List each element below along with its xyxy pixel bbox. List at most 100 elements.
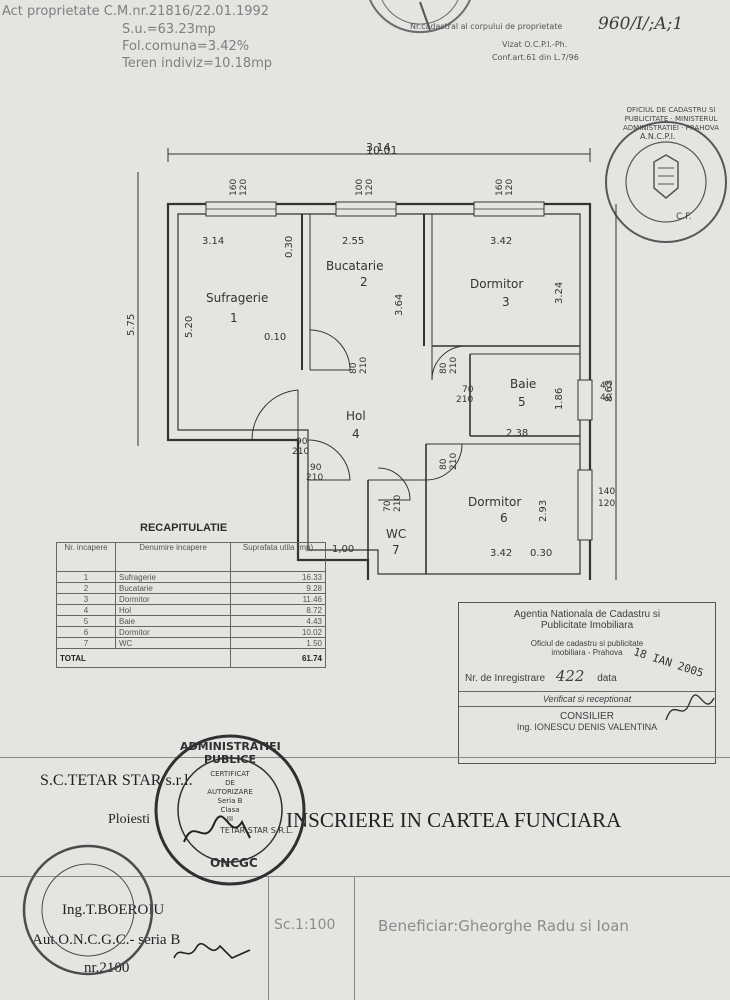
dim-overall-width-label: 10.01: [366, 144, 398, 157]
dim-dormitor6-height: 2.93: [538, 500, 549, 522]
window-baie: [577, 379, 593, 421]
door-210b-label: 210: [306, 473, 323, 483]
signature-mark: [183, 815, 251, 843]
door-dormitor-3: [431, 345, 467, 381]
authorization-number: nr.2100: [84, 960, 130, 976]
room-wc-name: WC: [386, 527, 406, 541]
dim-baie-width: 2.38: [506, 428, 528, 439]
door-70b-label: 70: [383, 500, 393, 512]
win-160b-label: 160: [495, 179, 505, 196]
footer-vertical-divider: [268, 876, 269, 1000]
reg-number: 422: [555, 667, 585, 685]
floor-plan: 3.14 3.14 2.55 3.42 3.42 2.38 0.10 0.30 …: [126, 141, 617, 580]
recap-col-suprafata: Suprafata utila (mp): [230, 542, 326, 572]
cadastral-note: Nr.cadastral al corpului de proprietate: [410, 22, 563, 31]
recap-header-row: Nr. incapere Denumire incapere Suprafata…: [56, 542, 326, 572]
door-210b2-label: 210: [449, 357, 459, 374]
dim-sufragerie-width: 3.14: [202, 236, 224, 247]
data-label: data: [597, 673, 617, 684]
agency-line2: Publicitate Imobiliara: [540, 620, 634, 631]
door-dormitor-6: [425, 443, 463, 481]
coat-of-arms-icon: [653, 154, 679, 199]
stamp-inner3: AUTORIZARE: [207, 788, 253, 796]
recap-nr: 2: [56, 582, 116, 594]
ancpi-label: A.N.C.P.I.: [640, 132, 676, 141]
door-entrance: [307, 439, 351, 481]
recap-area: 1.50: [230, 637, 326, 649]
dim-sufragerie-height: 5.20: [184, 316, 195, 338]
signature-mark-2: [173, 942, 251, 959]
recap-name: Bucatarie: [115, 582, 231, 594]
recap-nr: 1: [56, 571, 116, 583]
act-proprietate: Act proprietate C.M.nr.21816/22.01.1992: [2, 4, 270, 19]
cf-label: C.F.: [676, 212, 692, 222]
door-210e-label: 210: [449, 453, 459, 470]
room-dormitor6-name: Dormitor: [468, 495, 521, 509]
agency-registration-line: Nr. de Inregistrare 422 data: [459, 667, 715, 685]
door-80a-label: 80: [349, 362, 359, 374]
dim-overall-width: 3.14: [366, 141, 391, 154]
door-bucatarie: [309, 329, 351, 371]
conform-article: Conf.art.61 din L.7/96: [492, 53, 579, 62]
oficiu-cadastru-stamp: OFICIUL DE CADASTRU SI PUBLICITATE · MIN…: [598, 100, 728, 260]
recap-area: 9.28: [230, 582, 326, 594]
recap-title: RECAPITULATIE: [140, 522, 228, 534]
signature-mark-3: [665, 694, 715, 721]
consilier-label: CONSILIER: [459, 706, 715, 722]
agency-registration-stamp: Agentia Nationala de Cadastru si Publici…: [458, 602, 716, 764]
recap-area: 11.46: [230, 593, 326, 605]
consilier-name: Ing. IONESCU DENIS VALENTINA: [516, 722, 658, 732]
agency-line3: Oficiul de cadastru si publicitate: [530, 639, 644, 648]
recap-total-row: TOTAL 61.74: [56, 648, 326, 668]
room-sufragerie-name: Sufragerie: [206, 291, 268, 305]
suprafata-utila: S.u.=63.23mp: [122, 22, 216, 37]
door-210g-label: 210: [393, 495, 403, 512]
stamp-ring-text: ADMINISTRATIEI PUBLICE: [180, 740, 281, 766]
door-90-label: 90: [296, 437, 308, 447]
recap-nr: 4: [56, 604, 116, 616]
handwritten-ref: 960/I/;A;1: [598, 14, 684, 34]
document-title: INSCRIERE IN CARTEA FUNCIARA: [286, 808, 622, 832]
recap-total-value: 61.74: [230, 648, 326, 668]
folosinta-comuna: Fol.comuna=3.42%: [122, 39, 250, 54]
stamp-company: TETAR STAR S.R.L.: [220, 826, 294, 835]
recap-total-label: TOTAL: [56, 648, 231, 668]
oficiu-stamp-text: OFICIUL DE CADASTRU SI PUBLICITATE · MIN…: [622, 106, 719, 132]
dim-010: 0.10: [264, 332, 286, 343]
room-bucatarie-name: Bucatarie: [326, 259, 384, 273]
room-bucatarie-num: 2: [360, 275, 368, 289]
agency-line1: Agentia Nationala de Cadastru si: [513, 609, 661, 620]
teren-indiviz: Teren indiviz=10.18mp: [122, 56, 273, 71]
verified-label: Verificat si receptionat: [459, 691, 715, 704]
door-210a-label: 210: [359, 357, 369, 374]
reg-label: Nr. de Inregistrare: [465, 673, 546, 684]
dim-100: 1,00: [332, 544, 354, 555]
window-dormitor-6: [577, 469, 593, 541]
company-round-stamp: ADMINISTRATIEI PUBLICE CERTIFICAT DE AUT…: [150, 730, 310, 890]
room-dormitor3-num: 3: [502, 295, 510, 309]
engineer-name: Ing.T.BOEROIU: [62, 902, 165, 918]
dim-030b: 0.30: [530, 548, 552, 559]
win-120c-label: 120: [505, 179, 515, 196]
dim-030a: 0.30: [284, 236, 295, 258]
stamp-inner1: CERTIFICAT: [210, 770, 250, 778]
win-40b-label: 40: [600, 393, 612, 403]
win-140-label: 140: [598, 487, 615, 497]
recap-col-denumire: Denumire incapere: [115, 542, 231, 572]
recap-name: Baie: [115, 615, 231, 627]
company-city: Ploiesti: [108, 812, 151, 827]
door-sufragerie: [251, 389, 299, 441]
recap-nr: 6: [56, 626, 116, 638]
recap-name: Hol: [115, 604, 231, 616]
dim-dormitor6-width: 3.42: [490, 548, 512, 559]
top-stamp: [369, 0, 471, 34]
win-160a-label: 160: [229, 179, 239, 196]
stamp-inner6: III: [226, 815, 234, 823]
win-120b-label: 120: [365, 179, 375, 196]
door-wc: [377, 467, 411, 501]
